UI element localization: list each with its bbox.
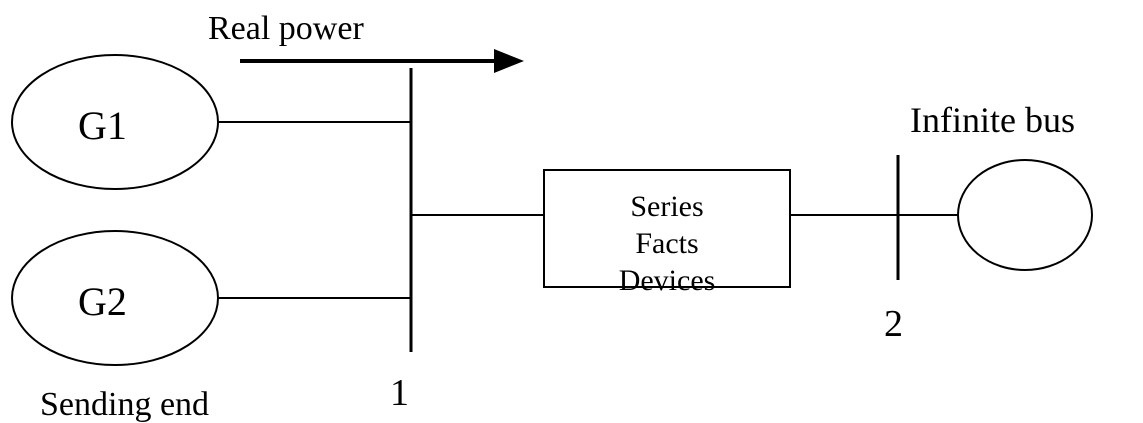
- series-facts-device-box: [543, 169, 791, 288]
- real-power-label: Real power: [208, 10, 364, 47]
- generator-g2-label: G2: [78, 279, 127, 324]
- infinite-bus-circle: [957, 159, 1093, 271]
- sending-end-label: Sending end: [40, 386, 210, 423]
- device-label-line-3: Devices: [618, 264, 716, 297]
- bus-2-label: 2: [884, 303, 903, 345]
- series-facts-device-label: Series Facts Devices: [544, 188, 790, 299]
- infinite-bus-label: Infinite bus: [910, 100, 1075, 140]
- generator-g1-label: G1: [78, 103, 127, 148]
- device-label-line-2: Facts: [635, 227, 699, 260]
- device-label-line-1: Series: [630, 190, 704, 223]
- bus-1-label: 1: [390, 372, 409, 414]
- real-power-arrow-head: [494, 49, 524, 73]
